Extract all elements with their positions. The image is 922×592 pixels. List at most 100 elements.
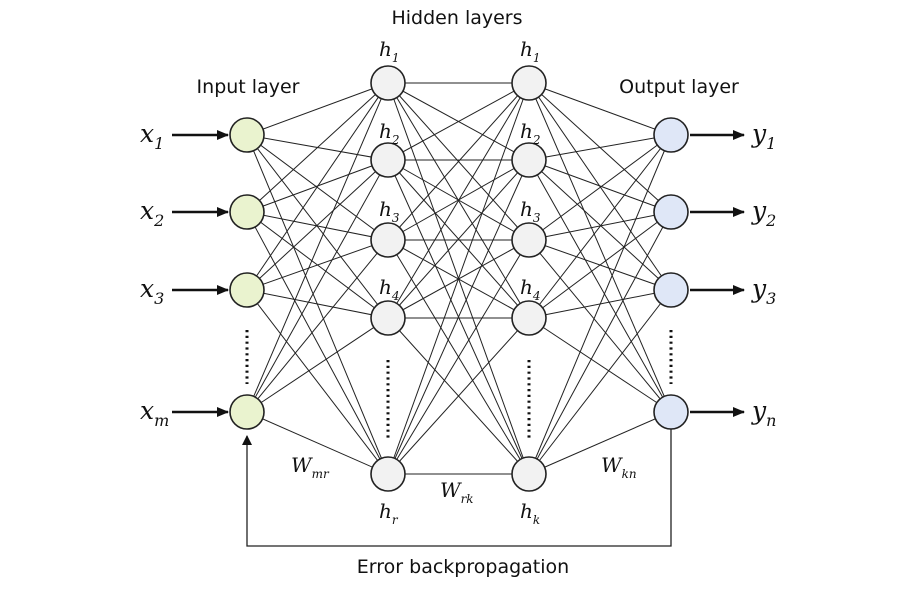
variable-labels: x1x2x3xmy1y2y3ynh1h2h3h4hrh1h2h3h4hkWmrW… <box>140 37 776 527</box>
connection-hidden2-4-output-2 <box>528 289 672 475</box>
output-node-3 <box>653 272 689 308</box>
connection-hidden2-2-output-3 <box>528 239 672 413</box>
connection-hidden2-0-output-3 <box>528 82 672 413</box>
hidden1-label-h4: h4 <box>379 275 400 303</box>
output-label-y3-subscript: 3 <box>766 289 776 308</box>
hidden1-node-4 <box>370 300 406 336</box>
hidden1-label-h2-subscript: 2 <box>391 133 400 147</box>
connections <box>246 82 672 475</box>
input-label-x2: x2 <box>140 196 164 230</box>
output-label-y1-subscript: 1 <box>766 134 776 153</box>
weight-label-wrk: Wrk <box>440 478 474 506</box>
weight-label-wrk-base: W <box>440 478 462 502</box>
output-node-2 <box>653 194 689 230</box>
hidden1-label-h4-subscript: 4 <box>391 289 400 303</box>
hidden2-label-h2-subscript: 2 <box>532 133 541 147</box>
hidden2-label-h4-base: h <box>520 275 533 299</box>
output-label-y3-base: y <box>751 274 767 303</box>
hidden2-label-hk: hk <box>520 499 540 527</box>
input-label-x1: x1 <box>140 119 164 153</box>
output-arrows <box>690 130 745 417</box>
connection-hidden2-3-output-0 <box>528 134 672 319</box>
connection-input-2-hidden1-3 <box>246 289 389 319</box>
output-label-y2: y2 <box>751 196 776 230</box>
hidden1-label-hr: hr <box>379 499 399 527</box>
output-label-yn-base: y <box>751 396 767 425</box>
hidden2-label-h3-base: h <box>520 197 533 221</box>
connection-input-2-hidden1-4 <box>246 289 389 475</box>
hidden1-label-h3: h3 <box>379 197 400 225</box>
hidden2-node-3 <box>511 222 547 258</box>
input-node-2 <box>229 194 265 230</box>
connection-hidden1-1-hidden2-0 <box>387 82 530 161</box>
hidden2-label-h3: h3 <box>520 197 541 225</box>
hidden2-label-hk-base: h <box>520 499 533 523</box>
connection-input-3-hidden1-3 <box>246 317 389 413</box>
connection-hidden2-1-output-1 <box>528 159 672 213</box>
input-node-1 <box>229 117 265 153</box>
input-label-x2-base: x <box>140 196 154 225</box>
input-label-x1-subscript: 1 <box>154 134 164 153</box>
output-label-yn-subscript: n <box>766 411 776 430</box>
weight-label-wrk-subscript: rk <box>461 492 474 506</box>
hidden2-node-5 <box>511 456 547 492</box>
hidden1-label-h1-base: h <box>379 37 392 61</box>
input-layer-title: Input layer <box>197 76 300 98</box>
hidden1-node-2 <box>370 142 406 178</box>
connection-hidden2-3-output-3 <box>528 317 672 413</box>
hidden2-node-4 <box>511 300 547 336</box>
hidden1-label-hr-base: h <box>379 499 392 523</box>
connection-hidden1-3-hidden2-0 <box>387 82 530 319</box>
connection-hidden2-4-output-0 <box>528 134 672 475</box>
connection-hidden2-1-output-0 <box>528 134 672 161</box>
weight-label-wmr-base: W <box>291 453 313 477</box>
connection-input-3-hidden1-0 <box>246 82 389 413</box>
connection-input-0-hidden1-2 <box>246 134 389 241</box>
connection-input-1-hidden1-0 <box>246 82 389 213</box>
weight-label-wkn: Wkn <box>601 453 637 481</box>
connection-input-2-hidden1-0 <box>246 82 389 291</box>
hidden2-label-hk-subscript: k <box>533 513 540 527</box>
hidden-layers-title: Hidden layers <box>391 7 522 29</box>
hidden1-label-h3-base: h <box>379 197 392 221</box>
hidden1-node-3 <box>370 222 406 258</box>
output-node-4 <box>653 394 689 430</box>
error-backpropagation-path <box>242 428 672 547</box>
weight-label-wkn-subscript: kn <box>622 467 637 481</box>
connection-hidden2-0-output-0 <box>528 82 672 136</box>
connection-hidden1-2-hidden2-0 <box>387 82 530 241</box>
hidden2-node-1 <box>511 65 547 101</box>
output-label-y3: y3 <box>751 274 776 308</box>
input-label-x3-subscript: 3 <box>154 289 164 308</box>
connection-input-1-hidden1-2 <box>246 211 389 241</box>
output-label-y1: y1 <box>751 119 776 153</box>
output-label-yn: yn <box>751 396 776 430</box>
connection-hidden2-4-output-1 <box>528 211 672 475</box>
hidden1-label-h3-subscript: 3 <box>392 211 400 225</box>
hidden1-label-h4-base: h <box>379 275 392 299</box>
connection-hidden2-2-output-0 <box>528 134 672 241</box>
connection-input-2-hidden1-1 <box>246 159 389 291</box>
hidden2-node-2 <box>511 142 547 178</box>
hidden1-label-h1: h1 <box>379 37 400 65</box>
input-arrows <box>172 130 229 417</box>
nodes <box>229 65 689 492</box>
hidden1-label-h2-base: h <box>379 119 392 143</box>
input-label-x2-subscript: 2 <box>153 211 164 230</box>
hidden1-node-5 <box>370 456 406 492</box>
hidden2-label-h3-subscript: 3 <box>533 211 541 225</box>
input-label-x3-base: x <box>140 274 154 303</box>
connection-hidden2-3-output-1 <box>528 211 672 319</box>
hidden2-label-h2: h2 <box>520 119 541 147</box>
hidden1-label-h1-subscript: 1 <box>392 51 400 65</box>
output-label-y1-base: y <box>751 119 767 148</box>
hidden1-node-1 <box>370 65 406 101</box>
output-layer-title: Output layer <box>619 76 739 98</box>
output-node-1 <box>653 117 689 153</box>
output-label-y2-base: y <box>751 196 767 225</box>
connection-hidden2-1-output-2 <box>528 159 672 291</box>
input-node-4 <box>229 394 265 430</box>
input-label-xm-base: x <box>140 396 154 425</box>
connection-hidden1-4-hidden2-1 <box>387 159 530 475</box>
